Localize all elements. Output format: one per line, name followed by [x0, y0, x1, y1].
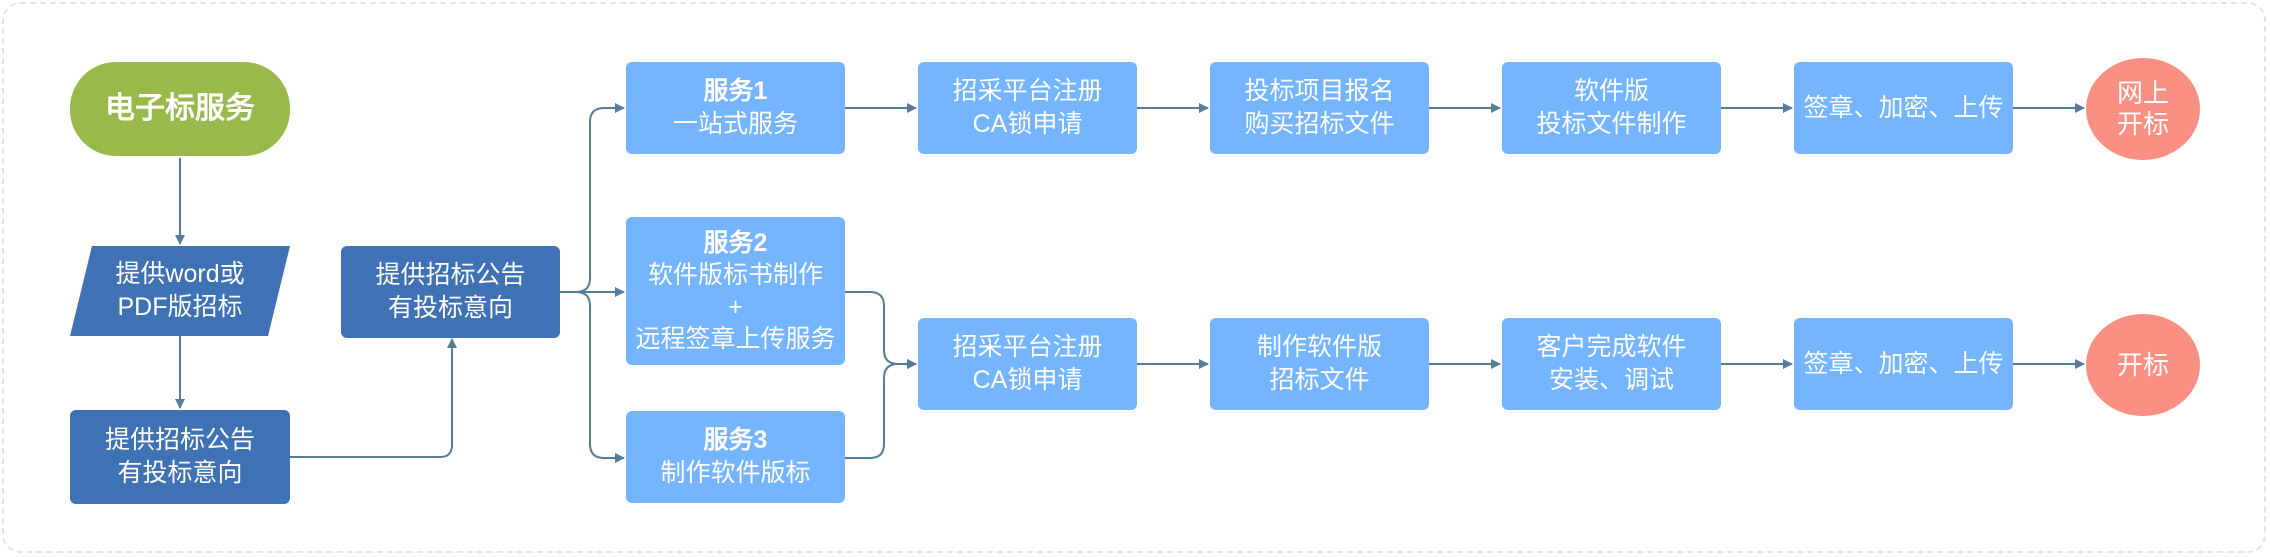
service-2-line-2: 软件版标书制作: [647, 261, 823, 289]
bottom-step-3-line-1: 客户完成软件: [1536, 333, 1687, 361]
edge-notice-mid-to-service1: [560, 103, 625, 293]
provide-document-node: 提供word或 PDF版招标: [70, 246, 290, 336]
service-1-desc: 一站式服务: [672, 110, 798, 138]
bottom-step-1-node: 招采平台注册 CA锁申请: [918, 318, 1137, 410]
edge-notice-to-notice-mid: [290, 338, 457, 458]
bottom-step-3-node: 客户完成软件 安装、调试: [1502, 318, 1721, 410]
top-step-3-line-2: 投标文件制作: [1536, 110, 1687, 138]
tender-notice-node: 提供招标公告 有投标意向: [70, 410, 290, 504]
bottom-end-node: 开标: [2086, 314, 2200, 416]
service-1-title: 服务1: [703, 77, 768, 105]
top-end-node: 网上 开标: [2086, 58, 2200, 160]
bottom-step-2-line-2: 招标文件: [1269, 366, 1370, 394]
service-1-node: 服务1 一站式服务: [626, 62, 845, 154]
tender-notice-line-1: 提供招标公告: [104, 426, 255, 454]
service-2-plus: +: [728, 293, 743, 321]
edge-service3-to-bottom-step1: [845, 359, 917, 459]
top-step-3-line-1: 软件版: [1573, 77, 1649, 105]
top-step-4-node: 签章、加密、上传: [1794, 62, 2013, 154]
top-end-line-1: 网上: [2116, 77, 2169, 108]
service-2-title: 服务2: [703, 229, 768, 257]
bottom-step-4-node: 签章、加密、上传: [1794, 318, 2013, 410]
top-step-3-node: 软件版 投标文件制作: [1502, 62, 1721, 154]
top-step-1-node: 招采平台注册 CA锁申请: [918, 62, 1137, 154]
bottom-step-2-node: 制作软件版 招标文件: [1210, 318, 1429, 410]
bottom-end-line-1: 开标: [2116, 349, 2169, 380]
service-2-line-4: 远程签章上传服务: [635, 325, 836, 353]
tender-notice-line-2: 有投标意向: [117, 459, 243, 487]
top-step-2-node: 投标项目报名 购买招标文件: [1210, 62, 1429, 154]
start-label: 电子标服务: [105, 92, 255, 126]
top-step-4-line-1: 签章、加密、上传: [1803, 93, 2004, 122]
provide-document-line-1: 提供word或: [115, 260, 245, 288]
service-3-node: 服务3 制作软件版标: [626, 411, 845, 503]
start-node: 电子标服务: [70, 62, 290, 156]
top-end-line-2: 开标: [2116, 109, 2169, 139]
top-step-2-line-2: 购买招标文件: [1244, 110, 1395, 138]
top-step-2-line-1: 投标项目报名: [1244, 77, 1395, 105]
tender-notice-mid-line-1: 提供招标公告: [375, 261, 526, 289]
parallelogram-shape: [70, 246, 290, 336]
provide-document-line-2: PDF版招标: [117, 293, 243, 321]
edge-service2-to-bottom-step1: [845, 291, 917, 369]
bottom-step-1-line-2: CA锁申请: [972, 366, 1083, 394]
bottom-step-1-line-1: 招采平台注册: [952, 333, 1103, 361]
bottom-step-3-line-2: 安装、调试: [1548, 366, 1674, 394]
service-3-title: 服务3: [703, 426, 768, 454]
tender-notice-mid-node: 提供招标公告 有投标意向: [341, 246, 560, 338]
top-step-1-line-1: 招采平台注册: [952, 77, 1103, 105]
bottom-step-2-line-1: 制作软件版: [1256, 333, 1382, 361]
service-3-desc: 制作软件版标: [660, 459, 811, 487]
bottom-step-4-line-1: 签章、加密、上传: [1803, 349, 2004, 378]
edge-notice-mid-to-service3: [560, 291, 625, 463]
service-2-node: 服务2 软件版标书制作 + 远程签章上传服务: [626, 217, 845, 365]
top-step-1-line-2: CA锁申请: [972, 110, 1083, 138]
tender-notice-mid-line-2: 有投标意向: [387, 294, 513, 322]
